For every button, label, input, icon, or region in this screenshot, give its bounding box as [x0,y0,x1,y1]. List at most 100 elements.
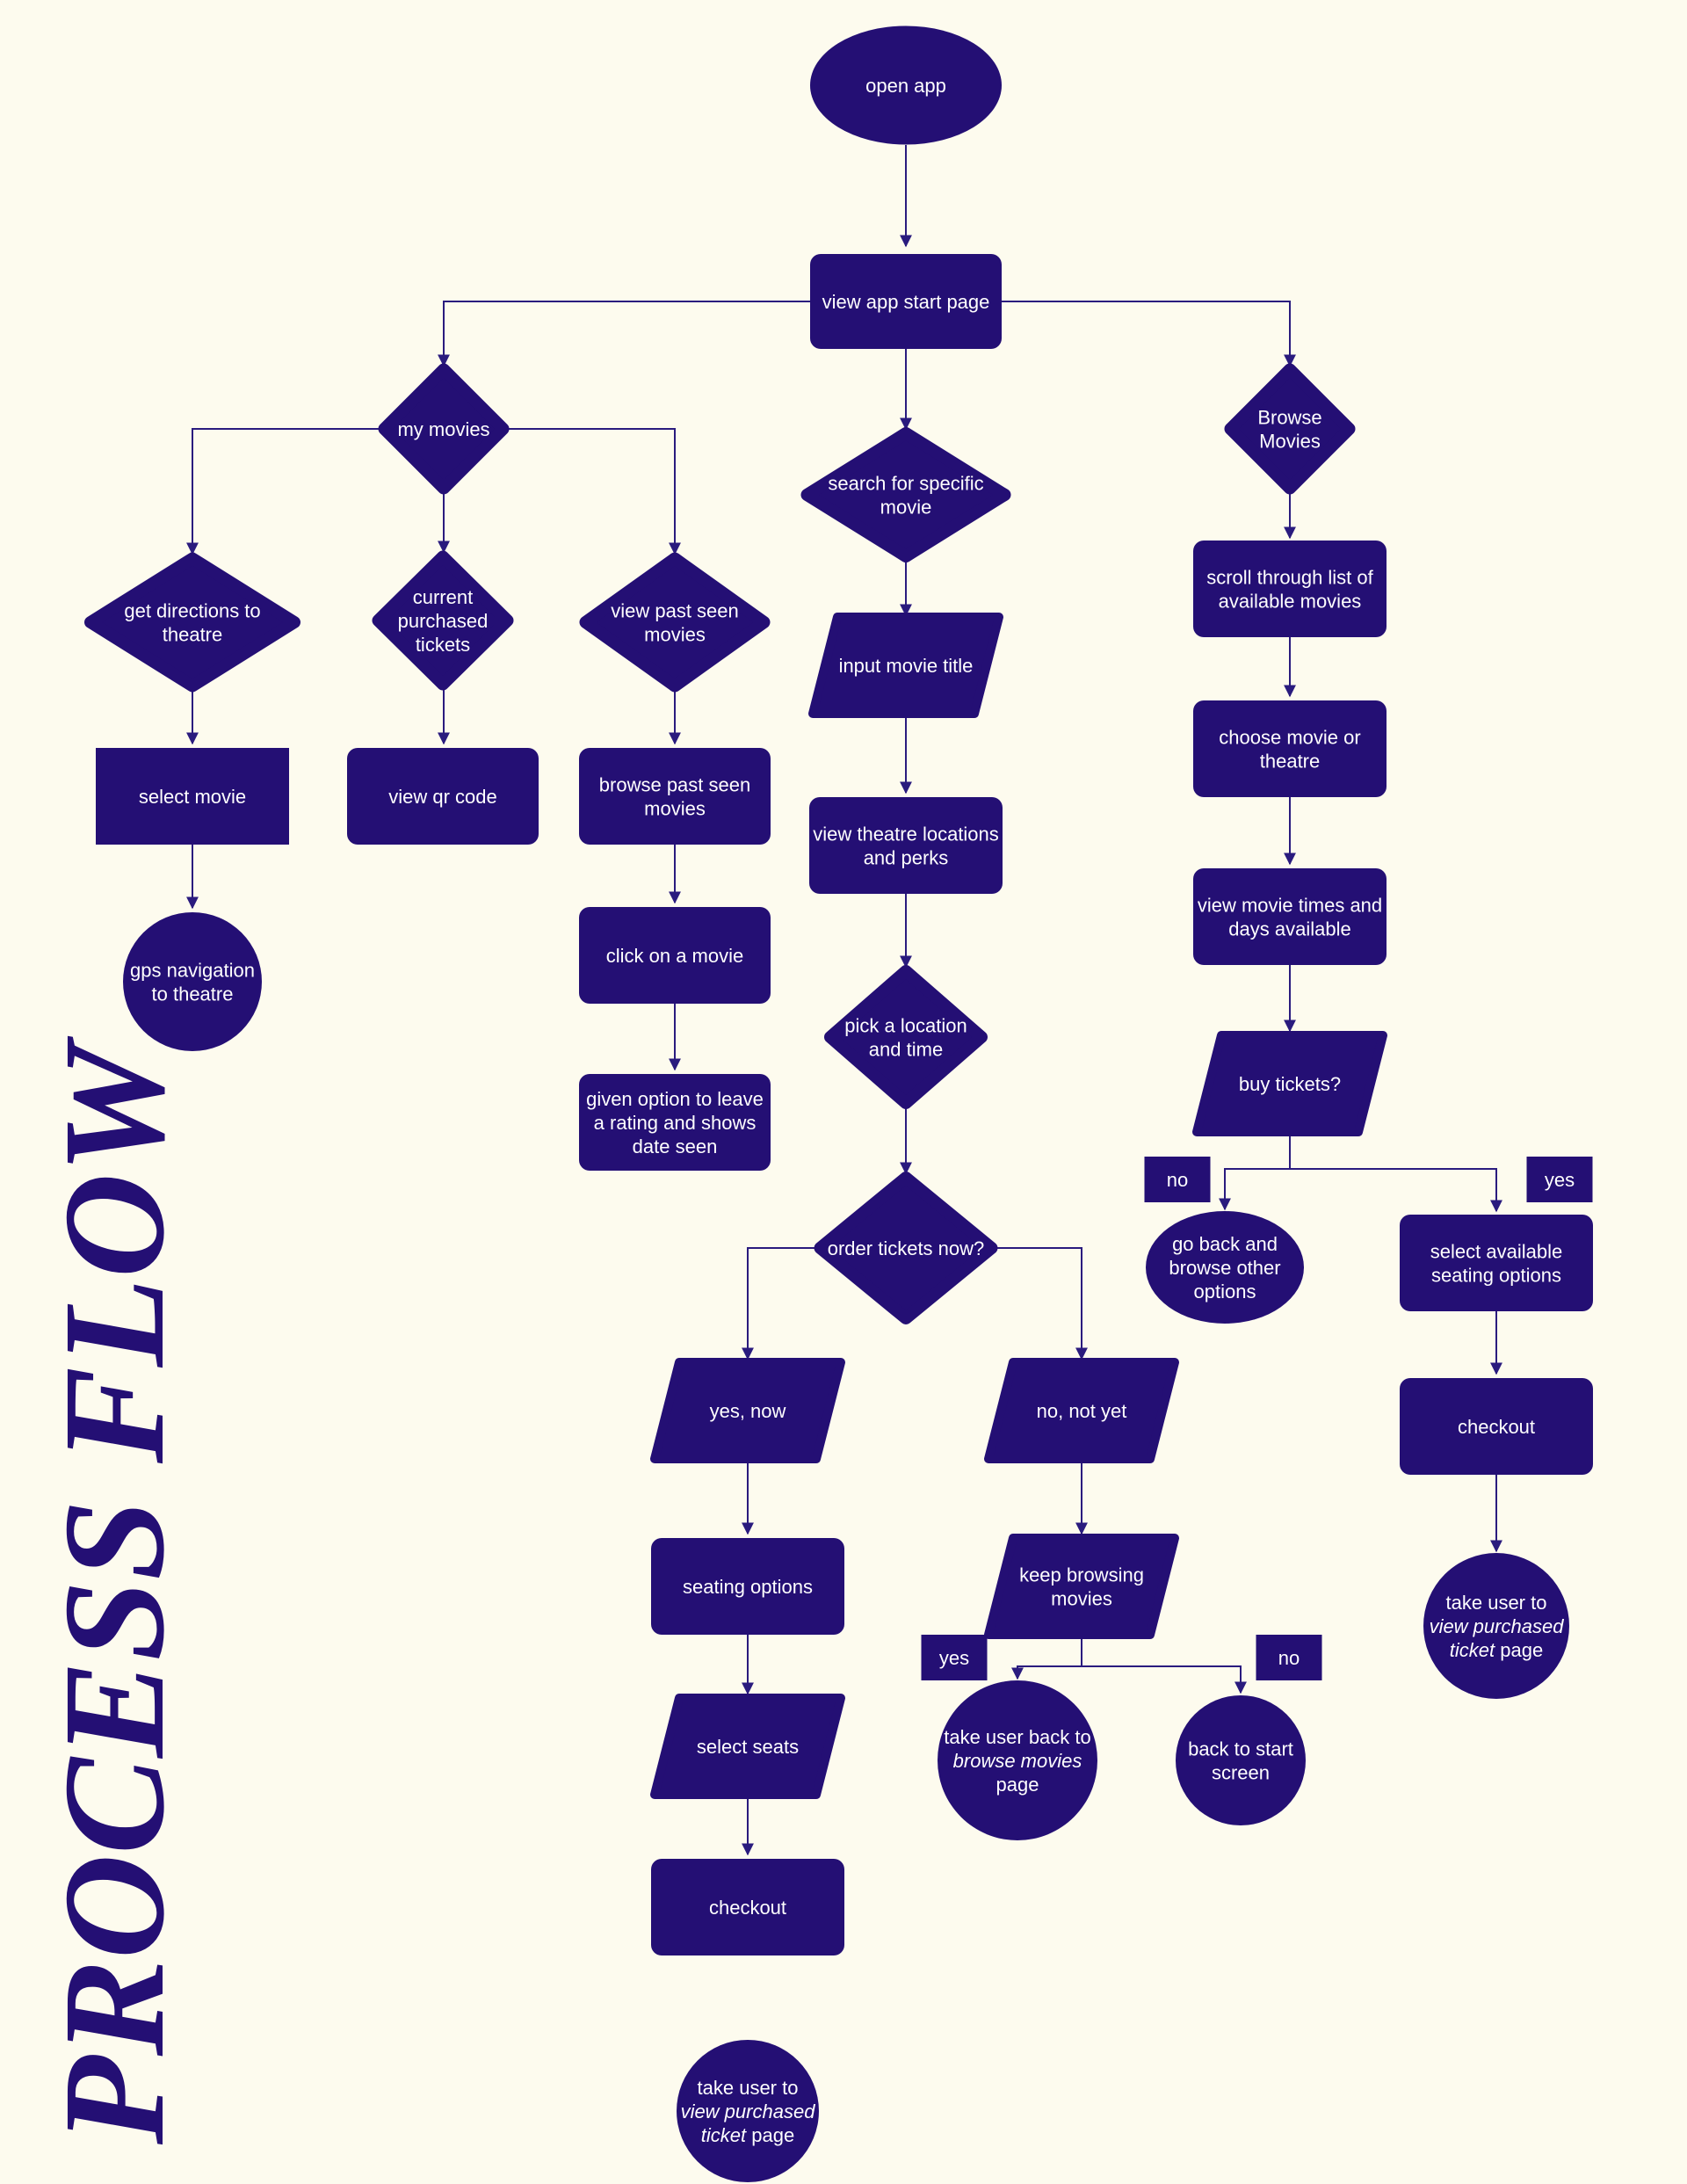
node-no-not-yet: no, not yet [984,1358,1179,1463]
node-label: view app start page [822,291,990,313]
node-qr: view qr code [347,748,539,845]
node-shape [1256,1635,1322,1680]
node-shape [1144,1157,1211,1202]
node-no-label-bt: no [1144,1157,1211,1202]
node-label: buy tickets? [1239,1073,1341,1095]
connector-arrow [1082,1665,1247,1694]
node-yes-now: yes, now [650,1358,845,1463]
node-shape [123,912,262,1051]
node-checkout-mid: checkout [651,1859,844,1955]
node-shape [347,748,539,845]
node-label: open app [865,75,946,97]
node-checkout-right: checkout [1400,1378,1593,1475]
node-shape [1400,1215,1593,1311]
node-label: select movie [139,786,246,808]
node-label: no, not yet [1037,1400,1127,1422]
node-shape [1193,700,1387,797]
node-shape [938,1680,1097,1840]
node-shape [1224,363,1356,495]
node-label: no [1278,1647,1300,1669]
node-shape [824,965,988,1109]
node-shape [1176,1695,1306,1825]
node-shape [96,748,289,845]
node-label: checkout [709,1897,786,1919]
connector-arrow [1219,1132,1291,1211]
node-shape [84,552,300,693]
node-buy-tix: buy tickets? [1192,1031,1387,1136]
node-no-label-kb: no [1256,1635,1322,1680]
node-shape [650,1358,845,1463]
node-shape [921,1635,988,1680]
node-shape [1192,1031,1387,1136]
node-shape [651,1538,844,1635]
node-select-seats: select seats [650,1694,845,1799]
node-label: my movies [397,418,489,440]
node-label: yes, now [710,1400,786,1422]
page-title: PROCESS FLOW [33,1035,194,2145]
node-shape [984,1358,1179,1463]
node-order-now: order tickets now? [814,1172,998,1324]
node-shape [809,797,1003,894]
node-shape [1423,1553,1569,1699]
node-yes-label-kb: yes [921,1635,988,1680]
node-open-app: open app [810,25,1002,145]
node-seating-opts: seating options [651,1538,844,1635]
connector-arrow [186,428,384,555]
node-label: no [1167,1169,1188,1191]
node-shape [814,1172,998,1324]
node-shape [984,1534,1179,1639]
node-yes-label-bt: yes [1526,1157,1593,1202]
node-shape [651,1859,844,1955]
flow-nodes: open app view app start page my movies sear… [84,25,1593,2182]
node-shape [378,363,510,495]
node-shape [579,748,771,845]
node-view-start: view app start page [810,254,1002,349]
node-shape [1400,1378,1593,1475]
node-label: yes [939,1647,969,1669]
node-shape [800,427,1011,562]
node-label: seating options [683,1576,813,1598]
node-label: yes [1545,1169,1575,1191]
node-shape [1193,541,1387,637]
node-label: click on a movie [606,945,744,967]
node-click-movie: click on a movie [579,907,771,1004]
node-shape [579,1074,771,1171]
connector-arrow [503,428,681,555]
node-shape [677,2040,819,2182]
connector-lines [186,145,1502,1856]
node-shape [1146,1211,1304,1324]
node-shape [372,550,514,691]
node-label: checkout [1458,1416,1535,1438]
connector-arrow [1002,301,1296,367]
